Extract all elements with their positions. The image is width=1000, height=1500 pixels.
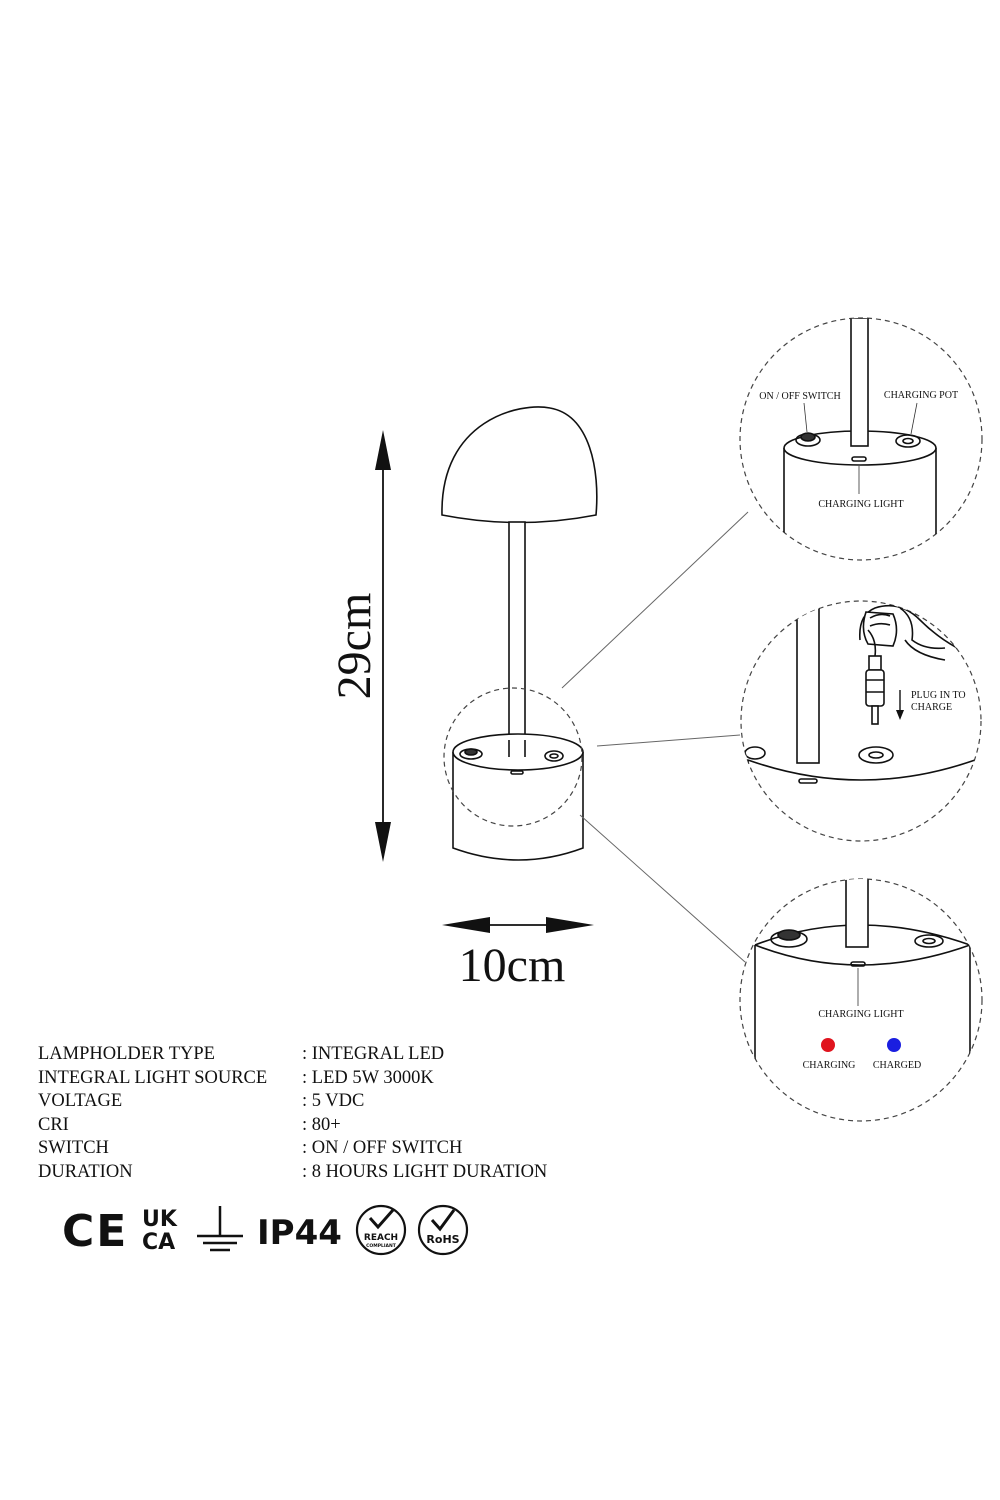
width-label: 10cm — [459, 939, 566, 992]
lamp-indicator — [510, 770, 524, 775]
ip44-mark: IP44 — [257, 1213, 342, 1253]
lamp-drawing — [441, 406, 598, 861]
spec-table: LAMPHOLDER TYPE : INTEGRAL LED INTEGRAL … — [38, 1043, 638, 1184]
connector-lines — [561, 511, 749, 963]
spec-key: CRI — [38, 1114, 69, 1135]
spec-row: DURATION : 8 HOURS LIGHT DURATION — [38, 1161, 638, 1185]
spec-row: SWITCH : ON / OFF SWITCH — [38, 1137, 638, 1161]
spec-row: VOLTAGE : 5 VDC — [38, 1090, 638, 1114]
ukca-mark-icon: UK CA — [142, 1207, 178, 1255]
charging-light-label: CHARGING LIGHT — [818, 499, 903, 510]
spec-key: LAMPHOLDER TYPE — [38, 1044, 215, 1064]
ground-symbol-icon — [197, 1206, 243, 1252]
width-dimension: 10cm — [442, 917, 594, 992]
detail-focus-circle — [443, 687, 583, 827]
spec-value: : ON / OFF SWITCH — [302, 1138, 463, 1158]
height-dimension: 29cm — [328, 430, 391, 862]
charging-light-label-bottom: CHARGING LIGHT — [818, 1009, 903, 1020]
spec-value: : 5 VDC — [302, 1091, 365, 1111]
arrow-right-icon — [546, 917, 594, 933]
detail-switch-port: ON / OFF SWITCH CHARGING POT CHARGING LI… — [739, 317, 983, 561]
lamp-shade — [441, 406, 598, 524]
charged-status-dot — [887, 1038, 901, 1052]
arrow-down-icon — [375, 822, 391, 862]
reach-mark-icon: REACH COMPLIANT — [355, 1204, 407, 1256]
rohs-mark-icon: RoHS — [417, 1204, 469, 1256]
ce-mark-icon: CE — [62, 1206, 128, 1257]
spec-row: LAMPHOLDER TYPE : INTEGRAL LED — [38, 1043, 638, 1067]
spec-key: SWITCH — [38, 1138, 109, 1158]
spec-value: : INTEGRAL LED — [302, 1044, 445, 1064]
plug-in-label-line2: CHARGE — [911, 702, 952, 713]
certification-marks: CE UK CA IP44 REACH COMPLIANT RoHS — [62, 1204, 469, 1257]
charging-port-label: CHARGING POT — [884, 390, 958, 401]
spec-value: : 80+ — [302, 1114, 341, 1135]
spec-row: CRI : 80+ — [38, 1114, 638, 1138]
lamp-port — [544, 750, 564, 762]
charged-label: CHARGED — [873, 1060, 921, 1071]
spec-value: : LED 5W 3000K — [302, 1067, 434, 1088]
spec-key: VOLTAGE — [38, 1091, 123, 1111]
svg-text:UK: UK — [142, 1207, 178, 1232]
svg-text:CE: CE — [62, 1206, 128, 1257]
arrow-left-icon — [442, 917, 490, 933]
plug-in-label-line1: PLUG IN TO — [911, 690, 966, 701]
svg-text:CA: CA — [142, 1230, 175, 1255]
height-label: 29cm — [328, 593, 381, 700]
lamp-stem — [508, 521, 526, 761]
on-off-switch-label: ON / OFF SWITCH — [759, 391, 840, 402]
detail-plug-in: PLUG IN TO CHARGE — [740, 600, 982, 842]
charging-label: CHARGING — [803, 1060, 856, 1071]
spec-value: : 8 HOURS LIGHT DURATION — [302, 1161, 548, 1182]
svg-text:COMPLIANT: COMPLIANT — [366, 1243, 397, 1249]
svg-text:REACH: REACH — [364, 1233, 398, 1243]
charging-status-dot — [821, 1038, 835, 1052]
spec-row: INTEGRAL LIGHT SOURCE : LED 5W 3000K — [38, 1067, 638, 1091]
spec-key: DURATION — [38, 1161, 133, 1182]
spec-key: INTEGRAL LIGHT SOURCE — [38, 1067, 268, 1088]
detail-charging-light: CHARGING LIGHT CHARGING CHARGED — [739, 878, 983, 1122]
lamp-base — [452, 752, 584, 861]
arrow-down-icon — [896, 710, 904, 720]
svg-text:RoHS: RoHS — [426, 1233, 459, 1246]
arrow-up-icon — [375, 430, 391, 470]
